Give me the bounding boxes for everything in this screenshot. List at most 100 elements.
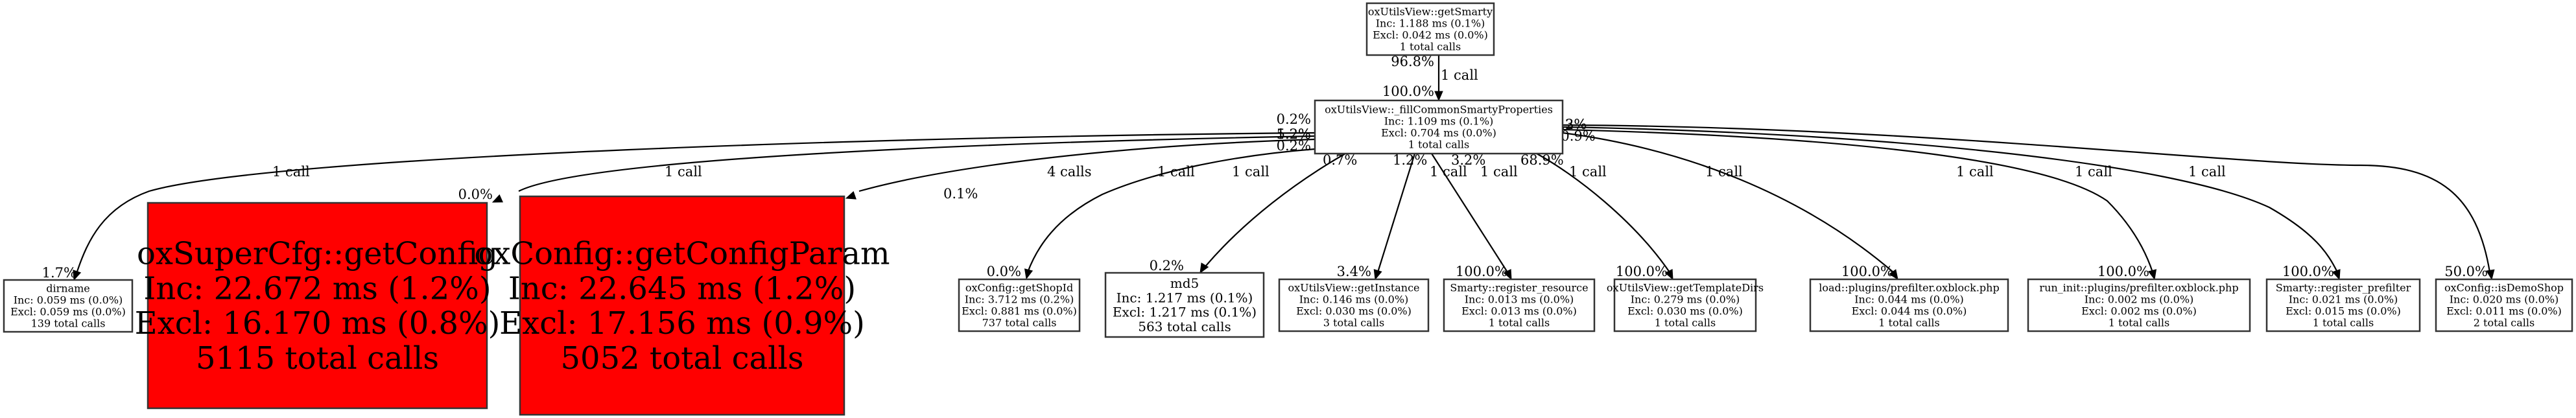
node-total-calls: 3 total calls: [1323, 316, 1384, 329]
node-inclusive-time: Inc: 0.013 ms (0.0%): [1465, 294, 1574, 306]
edge-line[interactable]: [1205, 153, 1346, 266]
node-name: md5: [1170, 275, 1199, 291]
node-box[interactable]: [958, 278, 1081, 332]
edge-line[interactable]: [1536, 153, 1670, 273]
node-name: oxConfig::getShopId: [965, 282, 1073, 294]
edge-call-count: 1 call: [665, 164, 702, 180]
edge-call-count: 1 call: [1430, 164, 1467, 180]
edge-head-percent: 0.1%: [943, 186, 978, 202]
node-exclusive-time: Excl: 0.044 ms (0.0%): [1852, 305, 1967, 318]
edge-line[interactable]: [1431, 153, 1508, 273]
node-box[interactable]: [2265, 278, 2421, 332]
node-total-calls: 1 total calls: [2313, 316, 2374, 329]
node-box[interactable]: [1278, 278, 1430, 332]
edge-line[interactable]: [1026, 148, 1316, 273]
node-fillCommon[interactable]: oxUtilsView::_fillCommonSmartyProperties…: [1314, 99, 1564, 155]
node-inclusive-time: Inc: 0.059 ms (0.0%): [14, 294, 123, 307]
node-exclusive-time: Excl: 17.156 ms (0.9%): [499, 305, 865, 342]
edge-fillCommon-to-dirname[interactable]: 1 call 0.2% 1.7%: [42, 111, 1316, 281]
edge-line[interactable]: [75, 132, 1316, 274]
node-box[interactable]: [2435, 278, 2573, 332]
node-exclusive-time: Excl: 0.002 ms (0.0%): [2081, 305, 2197, 318]
node-loadPrefilter[interactable]: load::plugins/prefilter.oxblock.phpInc: …: [1809, 278, 2009, 332]
edge-tail-percent: 68.9%: [1520, 152, 1564, 168]
edge-head-percent: 50.0%: [2444, 264, 2488, 279]
edge-tail-percent: 3.2%: [1451, 152, 1485, 168]
edge-head-percent: 1.7%: [42, 265, 77, 281]
node-exclusive-time: Excl: 0.013 ms (0.0%): [1461, 305, 1577, 318]
arrowhead-icon: [73, 270, 82, 281]
node-name: load::plugins/prefilter.oxblock.php: [1819, 282, 1999, 294]
arrowhead-icon: [845, 191, 857, 200]
edge-call-count: 1 call: [1480, 164, 1518, 180]
arrowhead-icon: [1664, 269, 1673, 281]
edge-line[interactable]: [858, 138, 1316, 192]
node-name: oxSuperCfg::getConfig: [137, 236, 498, 272]
edge-line[interactable]: [1562, 128, 2154, 273]
edge-head-percent: 100.0%: [1616, 264, 1668, 279]
node-box[interactable]: [519, 195, 845, 416]
node-inclusive-time: Inc: 0.002 ms (0.0%): [2085, 294, 2194, 306]
node-name: Smarty::register_prefilter: [2276, 282, 2411, 294]
edge-head-percent: 100.0%: [2097, 264, 2149, 279]
edge-call-count: 1 call: [1232, 164, 1270, 180]
edge-line[interactable]: [1562, 132, 1894, 273]
edge-line[interactable]: [1562, 124, 2491, 273]
edge-line[interactable]: [1377, 153, 1416, 273]
node-exclusive-time: Excl: 0.011 ms (0.0%): [2446, 305, 2562, 318]
arrowhead-icon: [1024, 268, 1034, 280]
edge-tail-percent: 0.2%: [1277, 138, 1311, 154]
node-box[interactable]: [1104, 272, 1265, 338]
edge-head-percent: 100.0%: [1456, 264, 1507, 279]
node-box[interactable]: [3, 279, 134, 333]
node-total-calls: 5052 total calls: [561, 340, 804, 377]
node-exclusive-time: Excl: 16.170 ms (0.8%): [135, 305, 501, 342]
node-exclusive-time: Excl: 0.015 ms (0.0%): [2286, 305, 2401, 318]
node-box[interactable]: [1809, 278, 2009, 332]
edge-head-percent: 0.2%: [1150, 258, 1184, 273]
node-box[interactable]: [1443, 278, 1596, 332]
node-runInit[interactable]: run_init::plugins/prefilter.oxblock.phpI…: [2027, 278, 2251, 332]
node-inclusive-time: Inc: 0.020 ms (0.0%): [2450, 294, 2559, 306]
node-box[interactable]: [2027, 278, 2251, 332]
edge-head-percent: 100.0%: [1841, 264, 1893, 279]
node-box[interactable]: [1613, 278, 1757, 332]
edge-fillCommon-to-registerPrefilter[interactable]: 1 call2.5%100.0%: [1518, 111, 2341, 281]
node-box[interactable]: [1365, 2, 1495, 56]
edge-call-count: 1 call: [1705, 164, 1743, 180]
edge-line[interactable]: [1562, 126, 2338, 273]
arrowhead-icon: [1503, 269, 1512, 281]
edge-call-count: 1 call: [1157, 164, 1195, 180]
arrowhead-icon: [1889, 269, 1898, 281]
edge-call-count: 1 call: [2188, 164, 2226, 180]
node-box[interactable]: [1314, 99, 1564, 155]
edge-call-count: 1 call: [2075, 164, 2112, 180]
edge-line[interactable]: [518, 135, 1316, 192]
node-inclusive-time: Inc: 0.044 ms (0.0%): [1854, 294, 1964, 306]
edge-call-count: 1 call: [1956, 164, 1994, 180]
node-box[interactable]: [147, 202, 488, 410]
